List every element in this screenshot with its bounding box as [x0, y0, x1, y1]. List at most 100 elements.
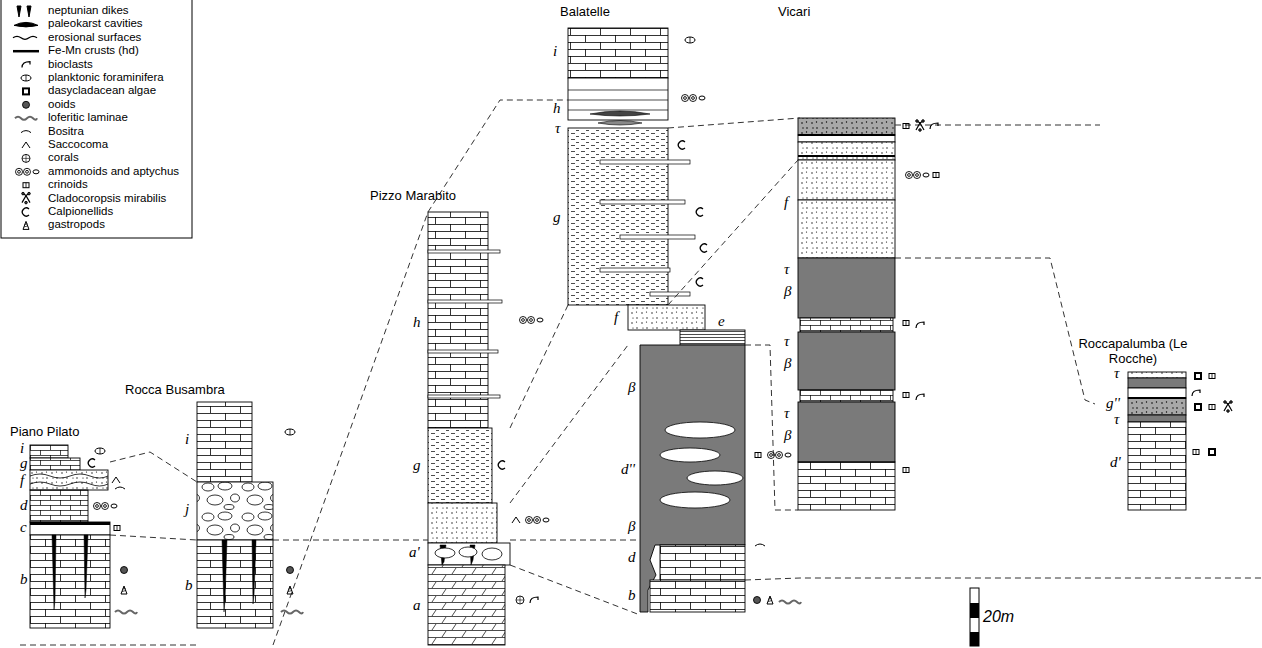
- rock-unit: [30, 458, 80, 470]
- section-name: Roccapalumba (Le Rocche): [1078, 336, 1188, 366]
- ooid-symbol: [121, 567, 128, 574]
- ammon-symbol: [94, 503, 118, 510]
- drawing-part: [23, 88, 29, 94]
- drawing-part: [23, 183, 29, 188]
- rock-detail: [590, 111, 650, 116]
- rock-unit: [800, 318, 893, 332]
- bed: [650, 292, 690, 296]
- dasy-symbol: [1195, 373, 1201, 379]
- rock-unit: [1128, 415, 1186, 422]
- drawing-part: [33, 170, 39, 174]
- scale-label: 20m: [983, 608, 1014, 626]
- drawing-part: [122, 589, 126, 592]
- dasy-symbol: [1195, 404, 1201, 410]
- dasy-symbol: [23, 88, 29, 94]
- calp-symbol: [88, 459, 95, 467]
- dasy-symbol: [1209, 449, 1215, 455]
- drawing-part: [21, 131, 31, 133]
- unit-letter: β: [628, 519, 635, 534]
- rock-detail: [30, 474, 108, 478]
- drawing-part: [290, 429, 291, 435]
- drawing-part: [678, 141, 685, 149]
- drawing-part: [906, 172, 913, 179]
- section-name: Piano Pilato: [10, 424, 79, 439]
- drawing-part: [685, 37, 695, 43]
- drawing-part: [520, 317, 527, 324]
- bositra-symbol: [21, 131, 31, 133]
- unit-letter: τ: [784, 334, 789, 349]
- drawing-part: [104, 505, 107, 508]
- drawing-part: [543, 518, 549, 522]
- correlation-line: [895, 258, 1095, 404]
- drawing-part: [24, 224, 28, 227]
- legend-label: paleokarst cavities: [48, 17, 143, 30]
- drawing-part: [117, 526, 118, 531]
- drawing-part: [537, 318, 543, 322]
- gastro-symbol: [767, 596, 773, 604]
- drawing-part: [1212, 405, 1213, 410]
- drawing-part: [755, 544, 765, 546]
- drawing-part: [18, 170, 21, 173]
- crinoid-symbol: [903, 124, 909, 129]
- drawing-part: [121, 567, 128, 574]
- drawing-part: [17, 6, 21, 17]
- coral-symbol: [22, 154, 30, 162]
- unit-letter: g'': [1106, 396, 1120, 411]
- calp-symbol: [22, 208, 29, 216]
- drawing-part: [498, 461, 505, 469]
- fossil-symbols: [88, 37, 1232, 614]
- rock-unit: [197, 402, 252, 482]
- drawing-part: [916, 322, 924, 328]
- calp-symbol: [700, 244, 707, 252]
- ooid-symbol: [754, 597, 761, 604]
- drawing-part: [22, 154, 30, 162]
- legend-label: loferitic laminae: [48, 111, 128, 124]
- legend-label: Calpionellids: [48, 205, 113, 218]
- bioclast-symbol: [22, 62, 30, 68]
- drawing-part: [96, 505, 99, 508]
- rock-unit: [650, 580, 745, 612]
- drawing-part: [114, 526, 120, 531]
- rock-detail: [798, 135, 895, 156]
- rock-unit: [798, 462, 895, 510]
- rock-detail: [30, 482, 108, 486]
- drawing-part: [696, 208, 703, 216]
- drawing-part: [94, 503, 101, 510]
- drawing-part: [690, 95, 697, 102]
- drawing-part: [768, 452, 775, 459]
- drawing-part: [923, 173, 929, 177]
- rock-unit: [30, 490, 88, 522]
- sacco-symbol: [512, 517, 520, 523]
- unit-letter: b: [185, 578, 193, 593]
- drawing-part: [933, 173, 939, 178]
- unit-letter: d: [628, 550, 636, 565]
- rock-unit: [428, 565, 505, 645]
- drawing-part: [13, 36, 37, 39]
- crinoid-symbol: [1209, 405, 1215, 410]
- drawing-part: [906, 124, 907, 129]
- drawing-part: [22, 154, 30, 162]
- rock-unit: [798, 258, 895, 318]
- gastro-symbol: [287, 586, 293, 594]
- drawing-part: [908, 174, 911, 177]
- rock-detail: [568, 90, 668, 110]
- bositra-symbol: [755, 544, 765, 546]
- crinoid-symbol: [903, 393, 909, 398]
- correlation-line: [510, 305, 568, 428]
- correlation-line: [510, 565, 640, 615]
- rock-unit: [798, 332, 895, 390]
- legend-label: erosional surfaces: [48, 31, 141, 44]
- legend-label: ooids: [48, 98, 76, 111]
- unit-letter: τ: [555, 121, 560, 136]
- calp-symbol: [678, 141, 685, 149]
- unit-letter: f: [20, 473, 24, 488]
- drawing-part: [287, 567, 294, 574]
- dikes-symbol: [17, 6, 31, 17]
- crinoid-symbol: [755, 453, 761, 458]
- correlation-line: [20, 645, 197, 646]
- lofer-symbol: [281, 611, 303, 614]
- ammon-symbol: [906, 172, 930, 179]
- rock-unit: [30, 470, 108, 490]
- calp-symbol: [696, 208, 703, 216]
